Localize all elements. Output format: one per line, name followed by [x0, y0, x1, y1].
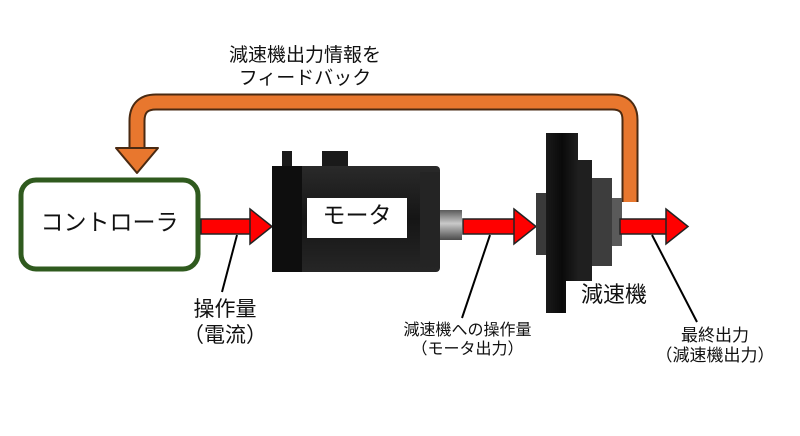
final-output-label-line2: （減速機出力） — [655, 346, 775, 367]
motor-body — [272, 151, 462, 272]
controller-label: コントローラ — [40, 210, 179, 236]
final-output-label-line1: 最終出力 — [681, 326, 749, 346]
arrow-controller-to-motor — [200, 207, 274, 246]
reducer-input-label-line1: 減速機への操作量 — [403, 320, 532, 339]
leader-manipulated — [221, 234, 238, 293]
leader-final-output — [651, 234, 698, 323]
feedback-label-line1: 減速機出力情報を — [228, 44, 381, 66]
reducer-body — [536, 133, 662, 315]
manipulated-label-line1: 操作量 — [193, 297, 257, 321]
reducer-label: 減速機 — [580, 283, 647, 308]
arrow-reducer-output — [619, 207, 690, 246]
motor-label: モータ — [322, 203, 392, 229]
controller-box — [18, 177, 201, 272]
feedback-label: 減速機出力情報を フィードバック — [200, 44, 410, 90]
feedback-label-line2: フィードバック — [238, 66, 372, 89]
final-output-label: 最終出力 （減速機出力） — [640, 326, 790, 367]
feedback-arrow — [115, 93, 639, 202]
reducer-input-label-line2: （モータ出力） — [411, 339, 524, 359]
arrow-motor-to-reducer — [462, 207, 538, 246]
leader-reducer-input — [461, 234, 491, 319]
reducer-input-label: 減速機への操作量 （モータ出力） — [375, 320, 560, 358]
manipulated-label: 操作量 （電流） — [165, 296, 285, 349]
manipulated-label-line2: （電流） — [183, 323, 267, 348]
